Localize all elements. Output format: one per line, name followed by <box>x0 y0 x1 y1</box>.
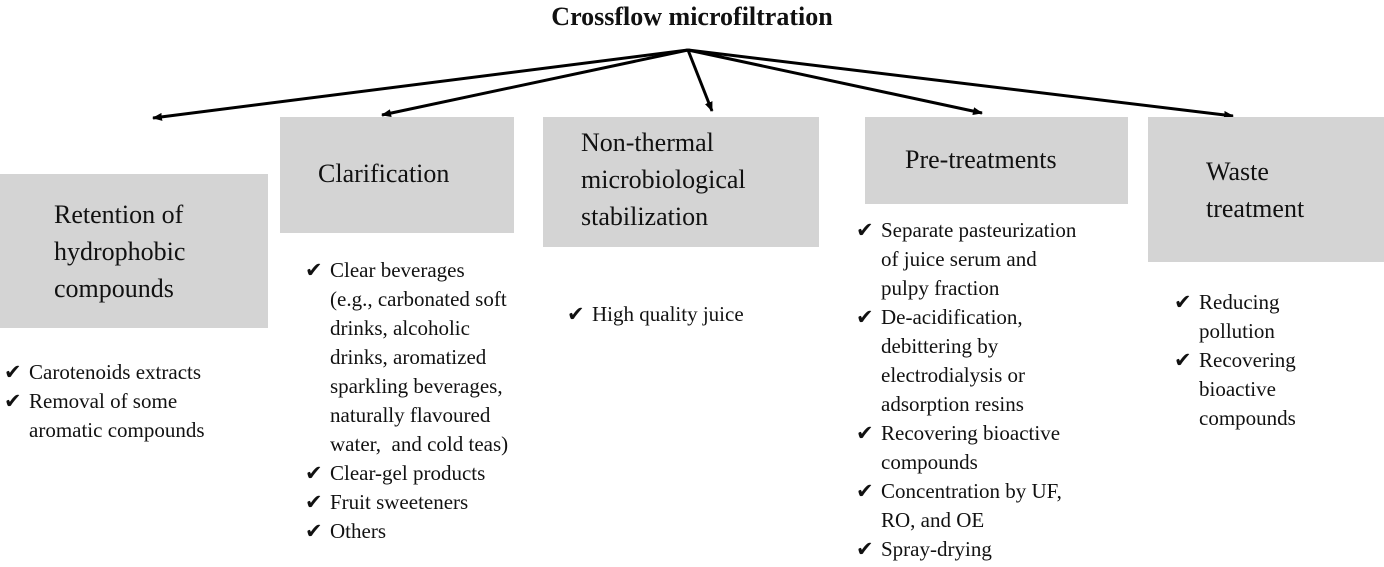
list-item: ✔ Carotenoids extracts <box>4 358 205 387</box>
box-clarification: Clarification <box>280 117 514 233</box>
list-item-text: High quality juice <box>592 302 744 326</box>
arrow-to-pretreatments <box>687 48 983 116</box>
box-retention-line: Retention of <box>54 200 184 229</box>
list-item-text: Spray-drying <box>881 537 992 561</box>
check-icon: ✔ <box>856 421 874 445</box>
check-icon: ✔ <box>1174 348 1192 372</box>
list-retention: ✔ Carotenoids extracts ✔ Removal of some ar… <box>4 358 205 445</box>
list-item-text: water, and cold teas) <box>330 432 509 456</box>
list-item-text: drinks, alcoholic <box>330 316 470 340</box>
box-non-thermal-line: Non-thermal <box>581 128 714 157</box>
list-item-text: Recovering bioactive <box>881 421 1061 445</box>
list-item: ✔ Reducing pollution <box>1174 288 1296 346</box>
list-item-text: Concentration by UF, <box>881 479 1062 503</box>
list-item-text: Recovering <box>1199 348 1296 372</box>
list-item-text: electrodialysis or <box>881 363 1026 387</box>
box-non-thermal-line: microbiological <box>581 165 746 194</box>
box-retention-line: hydrophobic <box>54 237 186 266</box>
check-icon: ✔ <box>305 490 323 514</box>
arrow-to-retention <box>152 48 689 121</box>
list-clarification: ✔ Clear beverages (e.g., carbonated soft… <box>305 256 508 546</box>
box-clarification-line: Clarification <box>318 159 450 188</box>
list-item-text: bioactive <box>1199 377 1276 401</box>
check-icon: ✔ <box>856 305 874 329</box>
list-item-text: Clear-gel products <box>330 461 486 485</box>
list-item: ✔ Removal of some aromatic compounds <box>4 387 205 445</box>
check-icon: ✔ <box>305 519 323 543</box>
list-non-thermal: ✔ High quality juice <box>567 300 744 329</box>
box-waste-line: treatment <box>1206 194 1305 223</box>
check-icon: ✔ <box>305 258 323 282</box>
list-item-text: Fruit sweeteners <box>330 490 469 514</box>
list-item-text: Removal of some <box>29 389 178 413</box>
list-item-text: Others <box>330 519 386 543</box>
list-item-text: drinks, aromatized <box>330 345 487 369</box>
list-item: ✔ High quality juice <box>567 300 744 329</box>
list-item-text: pollution <box>1199 319 1275 343</box>
check-icon: ✔ <box>856 218 874 242</box>
list-item: ✔ Fruit sweeteners <box>305 488 508 517</box>
box-retention: Retention of hydrophobic compounds <box>0 174 268 328</box>
arrow-to-non-thermal <box>686 49 714 112</box>
list-item-text: RO, and OE <box>881 508 985 532</box>
box-non-thermal: Non-thermal microbiological stabilizatio… <box>543 117 819 247</box>
list-pretreatments: ✔ Separate pasteurization of juice serum… <box>856 216 1076 564</box>
box-pretreatments: Pre-treatments <box>865 117 1128 204</box>
list-item-text: Separate pasteurization <box>881 218 1077 242</box>
list-item: ✔ Spray-drying <box>856 535 1076 564</box>
list-item-text: adsorption resins <box>881 392 1024 416</box>
check-icon: ✔ <box>4 389 22 413</box>
check-icon: ✔ <box>305 461 323 485</box>
box-non-thermal-line: stabilization <box>581 202 709 231</box>
arrow-to-clarification <box>381 48 689 118</box>
box-retention-line: compounds <box>54 274 174 303</box>
list-item-text: De-acidification, <box>881 305 1023 329</box>
list-item: ✔ De-acidification, debittering by elect… <box>856 303 1076 419</box>
list-item: ✔ Clear beverages (e.g., carbonated soft… <box>305 256 508 459</box>
list-waste: ✔ Reducing pollution ✔ Recovering bioact… <box>1174 288 1296 433</box>
list-item: ✔ Separate pasteurization of juice serum… <box>856 216 1076 303</box>
list-item-text: aromatic compounds <box>29 418 205 442</box>
arrow-to-waste <box>687 48 1234 119</box>
list-item-text: Carotenoids extracts <box>29 360 202 384</box>
list-item-text: naturally flavoured <box>330 403 491 427</box>
list-item: ✔ Concentration by UF, RO, and OE <box>856 477 1076 535</box>
list-item: ✔ Others <box>305 517 508 546</box>
check-icon: ✔ <box>1174 290 1192 314</box>
list-item-text: (e.g., carbonated soft <box>330 287 507 311</box>
list-item-text: debittering by <box>881 334 999 358</box>
list-item-text: Reducing <box>1199 290 1280 314</box>
diagram-title: Crossflow microfiltration <box>551 2 833 31</box>
list-item: ✔ Clear-gel products <box>305 459 508 488</box>
list-item-text: sparkling beverages, <box>330 374 503 398</box>
list-item-text: of juice serum and <box>881 247 1037 271</box>
box-waste: Waste treatment <box>1148 117 1384 262</box>
check-icon: ✔ <box>856 537 874 561</box>
list-item-text: Clear beverages <box>330 258 465 282</box>
list-item-text: compounds <box>1199 406 1296 430</box>
list-item-text: compounds <box>881 450 978 474</box>
list-item: ✔ Recovering bioactive compounds <box>856 419 1076 477</box>
check-icon: ✔ <box>567 302 585 326</box>
list-item-text: pulpy fraction <box>881 276 1000 300</box>
list-item: ✔ Recovering bioactive compounds <box>1174 346 1296 433</box>
box-pretreatments-line: Pre-treatments <box>905 145 1057 174</box>
check-icon: ✔ <box>4 360 22 384</box>
check-icon: ✔ <box>856 479 874 503</box>
box-waste-line: Waste <box>1206 157 1269 186</box>
